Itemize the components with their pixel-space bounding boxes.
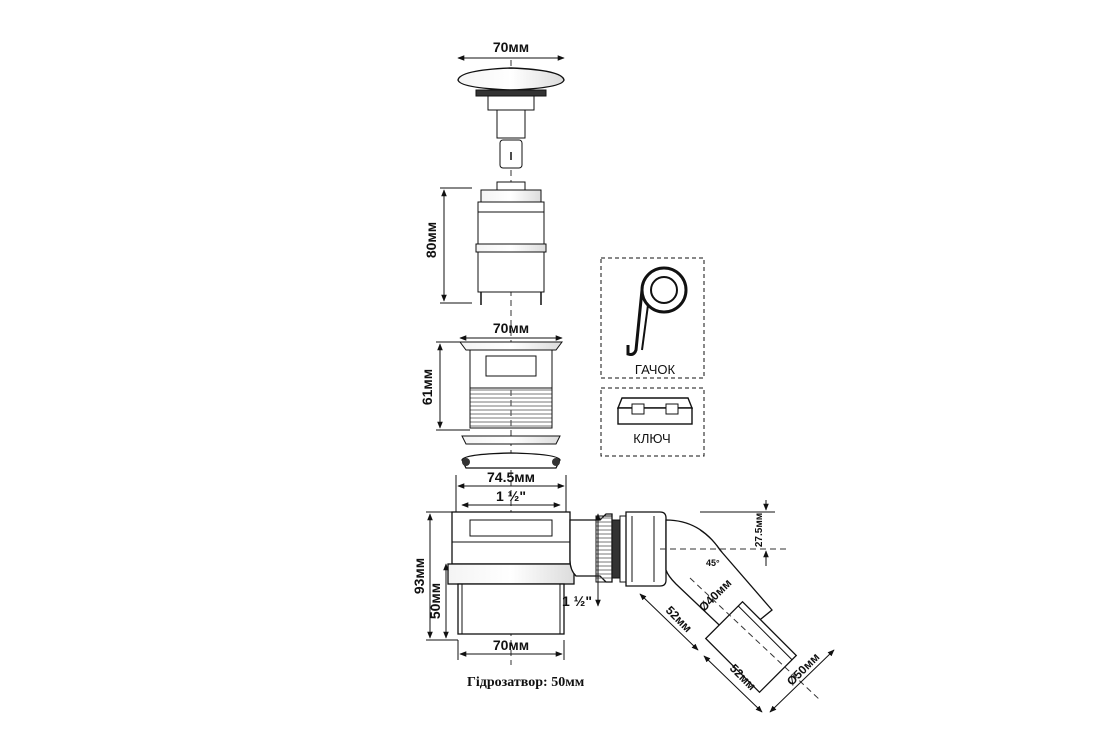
- water-seal-note: Гідрозатвор: 50мм: [467, 675, 585, 690]
- bottom-height-label: 50мм: [427, 583, 443, 619]
- bottom-width-label: 70мм: [493, 637, 529, 653]
- elbow-offset-label: 27.5мм: [754, 513, 765, 547]
- basket-height-label: 80мм: [423, 222, 439, 258]
- key-label: КЛЮЧ: [633, 431, 670, 446]
- basket-assembly: [475, 181, 547, 305]
- key-icon: [616, 397, 694, 425]
- key-box: [600, 387, 705, 457]
- len-52a-dim-line: [639, 593, 699, 651]
- drain-height-label: 61мм: [419, 369, 435, 405]
- elbow-assembly: [625, 511, 798, 694]
- len-52b-dim-line: [703, 655, 763, 713]
- thread-side-label: 1 ½": [562, 593, 592, 609]
- hook-icon: [626, 266, 688, 356]
- diam-50-dim-line: [769, 649, 835, 713]
- cap-width-label: 70мм: [493, 39, 529, 55]
- hook-box: [600, 257, 705, 379]
- flange-width-label: 70мм: [493, 320, 529, 336]
- cap-assembly: [457, 67, 565, 169]
- angle-label: 45°: [706, 558, 720, 568]
- drain-body: [459, 341, 563, 469]
- body-height-label: 93мм: [411, 558, 427, 594]
- hook-label: ГАЧОК: [635, 362, 676, 377]
- siphon-body: [447, 511, 627, 635]
- thread-top-label: 1 ½": [496, 488, 526, 504]
- body-top-width-label: 74.5мм: [487, 469, 535, 485]
- len-52a-label: 52мм: [663, 603, 695, 635]
